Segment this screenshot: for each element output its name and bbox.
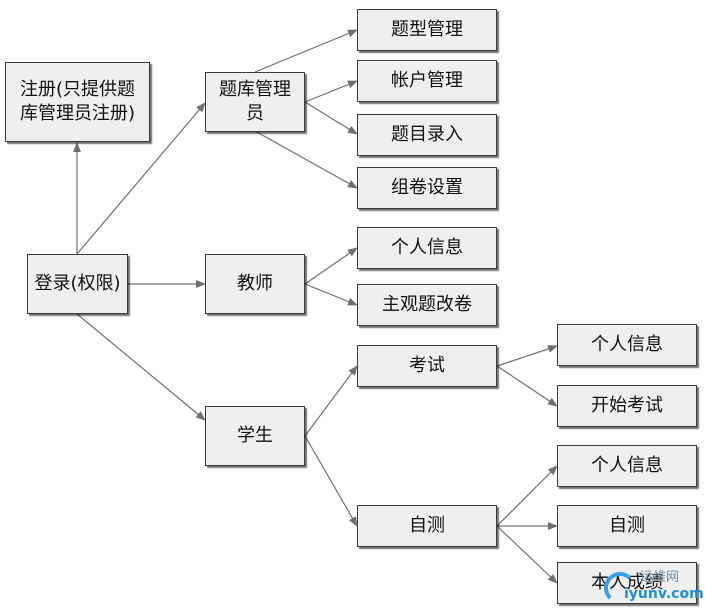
node-exam-personal-info: 个人信息 — [557, 324, 697, 366]
arrow-student-to-self-test — [304, 435, 358, 527]
node-question-entry-label: 题目录入 — [391, 124, 463, 145]
arrow-login-to-student — [76, 313, 206, 421]
node-account-mgmt: 帐户管理 — [357, 60, 497, 102]
node-question-type-mgmt-label: 题型管理 — [391, 19, 463, 40]
watermark-ring-icon — [604, 572, 636, 604]
arrow-admin-to-paper-setup — [254, 130, 358, 189]
node-selftest-selftest: 自测 — [557, 505, 697, 547]
node-exam: 考试 — [357, 345, 497, 387]
node-teacher-personal-info: 个人信息 — [357, 227, 497, 269]
node-paper-setup: 组卷设置 — [357, 167, 497, 209]
node-account-mgmt-label: 帐户管理 — [391, 70, 463, 91]
watermark-text-cn: 运维网 — [640, 570, 680, 585]
node-exam-personal-info-label: 个人信息 — [591, 334, 663, 355]
node-start-exam-label: 开始考试 — [591, 395, 663, 416]
node-subjective-grading: 主观题改卷 — [357, 284, 497, 326]
node-subjective-grading-label: 主观题改卷 — [382, 294, 472, 315]
node-self-test-label: 自测 — [409, 515, 445, 536]
arrow-admin-to-question-type — [254, 29, 358, 73]
node-student-label: 学生 — [237, 425, 273, 446]
node-exam-label: 考试 — [409, 355, 445, 376]
node-teacher-personal-info-label: 个人信息 — [391, 237, 463, 258]
arrow-teacher-to-personal-info — [304, 247, 358, 285]
node-start-exam: 开始考试 — [557, 385, 697, 427]
node-selftest-selftest-label: 自测 — [609, 515, 645, 536]
arrow-selftest-to-personal-info — [496, 465, 558, 527]
node-question-entry: 题目录入 — [357, 114, 497, 156]
arrow-exam-to-start-exam — [496, 365, 558, 407]
node-login-label: 登录(权限) — [34, 273, 121, 294]
arrow-student-to-exam — [304, 365, 358, 437]
arrow-admin-to-question-entry — [304, 101, 358, 135]
watermark-text-en: iyunv.com — [624, 586, 704, 602]
node-paper-setup-label: 组卷设置 — [391, 177, 463, 198]
arrow-admin-to-account — [304, 80, 358, 103]
node-admin: 题库管理员 — [205, 72, 305, 132]
node-teacher-label: 教师 — [237, 273, 273, 294]
node-self-test: 自测 — [357, 505, 497, 547]
node-teacher: 教师 — [205, 254, 305, 314]
node-login: 登录(权限) — [27, 254, 128, 314]
arrow-login-to-admin — [76, 102, 206, 255]
node-selftest-personal-info-label: 个人信息 — [591, 455, 663, 476]
watermark-logo: 运维网 iyunv.com — [600, 566, 704, 608]
node-admin-label: 题库管理员 — [219, 79, 291, 124]
node-student: 学生 — [205, 406, 305, 466]
arrow-exam-to-personal-info — [496, 345, 558, 367]
node-question-type-mgmt: 题型管理 — [357, 9, 497, 51]
node-selftest-personal-info: 个人信息 — [557, 445, 697, 487]
arrow-selftest-to-scores — [496, 525, 558, 584]
node-register-label: 注册(只提供题库管理员注册) — [19, 79, 136, 124]
node-register: 注册(只提供题库管理员注册) — [5, 62, 150, 142]
arrow-teacher-to-grading — [304, 283, 358, 306]
